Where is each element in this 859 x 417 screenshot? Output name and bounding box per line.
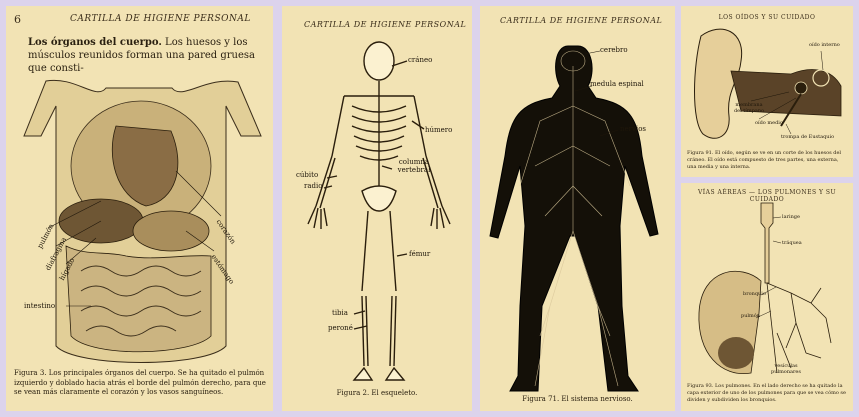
intro-title: Los órganos del cuerpo. — [28, 37, 162, 48]
intro-paragraph: Los órganos del cuerpo. Los huesos y los… — [28, 36, 264, 75]
label-membrana: membrana del tímpano — [731, 102, 767, 114]
label-columna: columna vertebral — [394, 158, 434, 174]
label-craneo: cráneo — [408, 56, 432, 64]
running-header: VÍAS AÉREAS — LOS PULMONES Y SU CUIDADO — [681, 189, 853, 203]
label-trompa: trompa de Eustaquio — [781, 134, 834, 140]
label-tibia: tibia — [332, 309, 348, 317]
label-bronquio: bronquio — [743, 291, 766, 297]
label-humero: húmero — [425, 126, 452, 134]
ear-panel: LOS OÍDOS Y SU CUIDADO oído interno memb… — [681, 6, 853, 177]
label-radio: radio — [304, 182, 322, 190]
figure-caption: Figura 93. Los pulmones. En el lado dere… — [687, 383, 849, 404]
label-nervios: nervios — [620, 125, 646, 133]
label-vesiculas: vesículas pulmonares — [766, 363, 806, 375]
label-laringe: laringe — [782, 214, 800, 220]
label-cubito: cúbito — [296, 171, 318, 179]
lungs-illustration — [681, 183, 853, 411]
lungs-panel: VÍAS AÉREAS — LOS PULMONES Y SU CUIDADO … — [681, 183, 853, 411]
running-header: CARTILLA DE HIGIENE PERSONAL — [70, 14, 251, 24]
label-oido-medio: oído medio — [755, 120, 783, 126]
label-oido-interno: oído interno — [809, 42, 840, 48]
label-medula: medula espinal — [590, 80, 644, 88]
skeleton-panel: CARTILLA DE HIGIENE PERSONAL cráneo húme… — [282, 6, 472, 411]
label-traquea: tráquea — [782, 240, 802, 246]
nervous-illustration — [480, 6, 675, 411]
figure-caption: Figura 71. El sistema nervioso. — [480, 395, 675, 403]
skeleton-illustration — [282, 6, 472, 411]
running-header: LOS OÍDOS Y SU CUIDADO — [681, 14, 853, 21]
label-intestino: intestino — [24, 302, 55, 310]
running-header: CARTILLA DE HIGIENE PERSONAL — [500, 16, 662, 25]
organs-panel: 6 CARTILLA DE HIGIENE PERSONAL Los órgan… — [6, 6, 273, 411]
nervous-panel: CARTILLA DE HIGIENE PERSONAL cerebro med… — [480, 6, 675, 411]
label-pulmon: pulmón — [741, 313, 760, 319]
label-cerebro: cerebro — [600, 46, 628, 54]
label-perone: peroné — [328, 324, 353, 332]
figure-caption: Figura 2. El esqueleto. — [282, 389, 472, 397]
label-femur: fémur — [409, 250, 430, 258]
figure-caption: Figura 3. Los principales órganos del cu… — [14, 369, 266, 398]
page-number: 6 — [14, 13, 21, 26]
figure-caption: Figura 91. El oído, según se ve en un co… — [687, 150, 849, 171]
running-header: CARTILLA DE HIGIENE PERSONAL — [304, 20, 466, 29]
